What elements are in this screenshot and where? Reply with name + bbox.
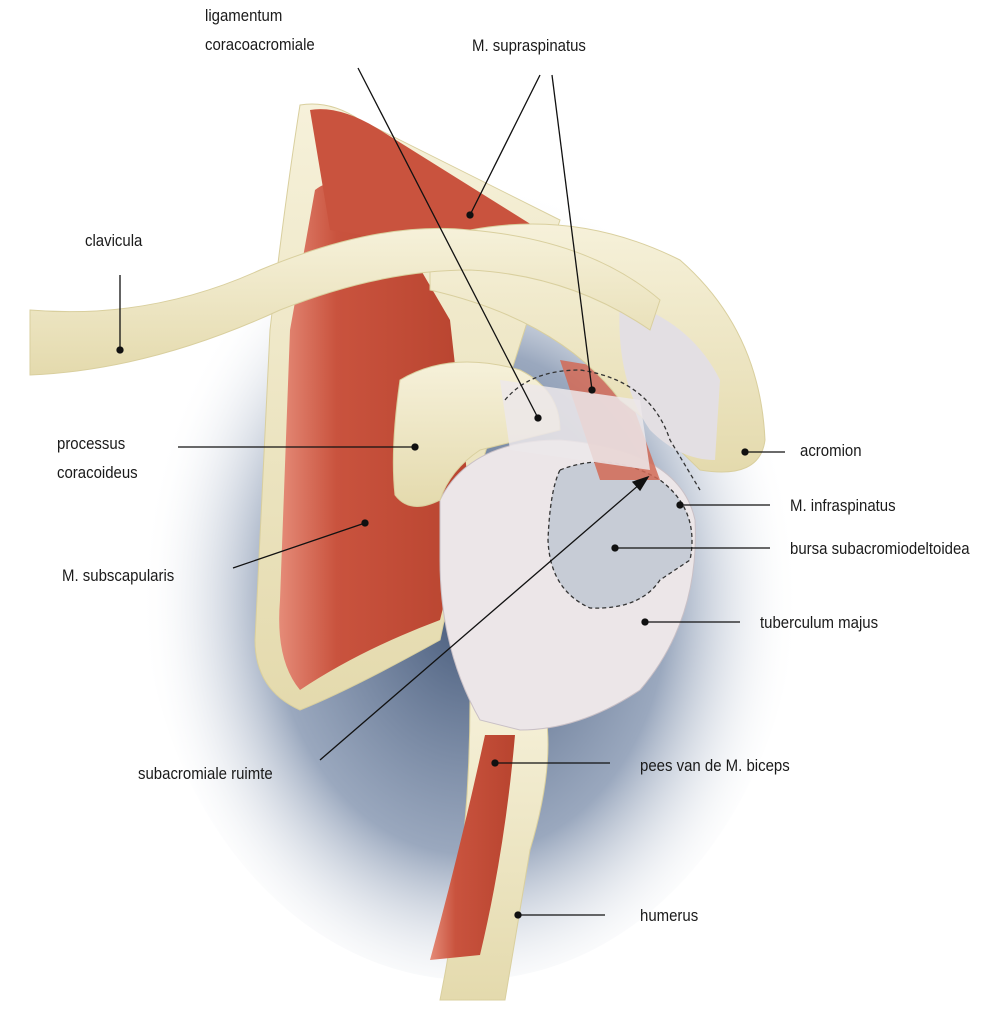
label-acromion: acromion — [800, 441, 862, 460]
label-processus-2: coracoideus — [57, 463, 138, 482]
leader-lines — [116, 67, 785, 919]
acromion-cartilage — [619, 300, 720, 460]
label-ligamentum-2: coracoacromiale — [205, 35, 315, 54]
label-processus-1: processus — [57, 434, 126, 453]
label-ligamentum-1: ligamentum — [205, 6, 283, 25]
subscapularis-muscle — [279, 182, 470, 690]
label-subscapularis: M. subscapularis — [62, 566, 175, 585]
label-bursa: bursa subacromiodeltoidea — [790, 539, 970, 558]
clavicle — [29, 227, 661, 376]
label-subacromiale: subacromiale ruimte — [138, 764, 273, 783]
label-infraspinatus: M. infraspinatus — [790, 496, 896, 515]
supraspinatus-muscle — [310, 109, 540, 251]
label-clavicula: clavicula — [85, 231, 143, 250]
coracoacromial-ligament — [500, 380, 650, 470]
label-biceps: pees van de M. biceps — [640, 756, 790, 775]
label-humerus: humerus — [640, 906, 699, 925]
label-supraspinatus: M. supraspinatus — [472, 36, 586, 55]
label-tuberculum: tuberculum majus — [760, 613, 879, 632]
biceps-muscle — [430, 735, 515, 960]
